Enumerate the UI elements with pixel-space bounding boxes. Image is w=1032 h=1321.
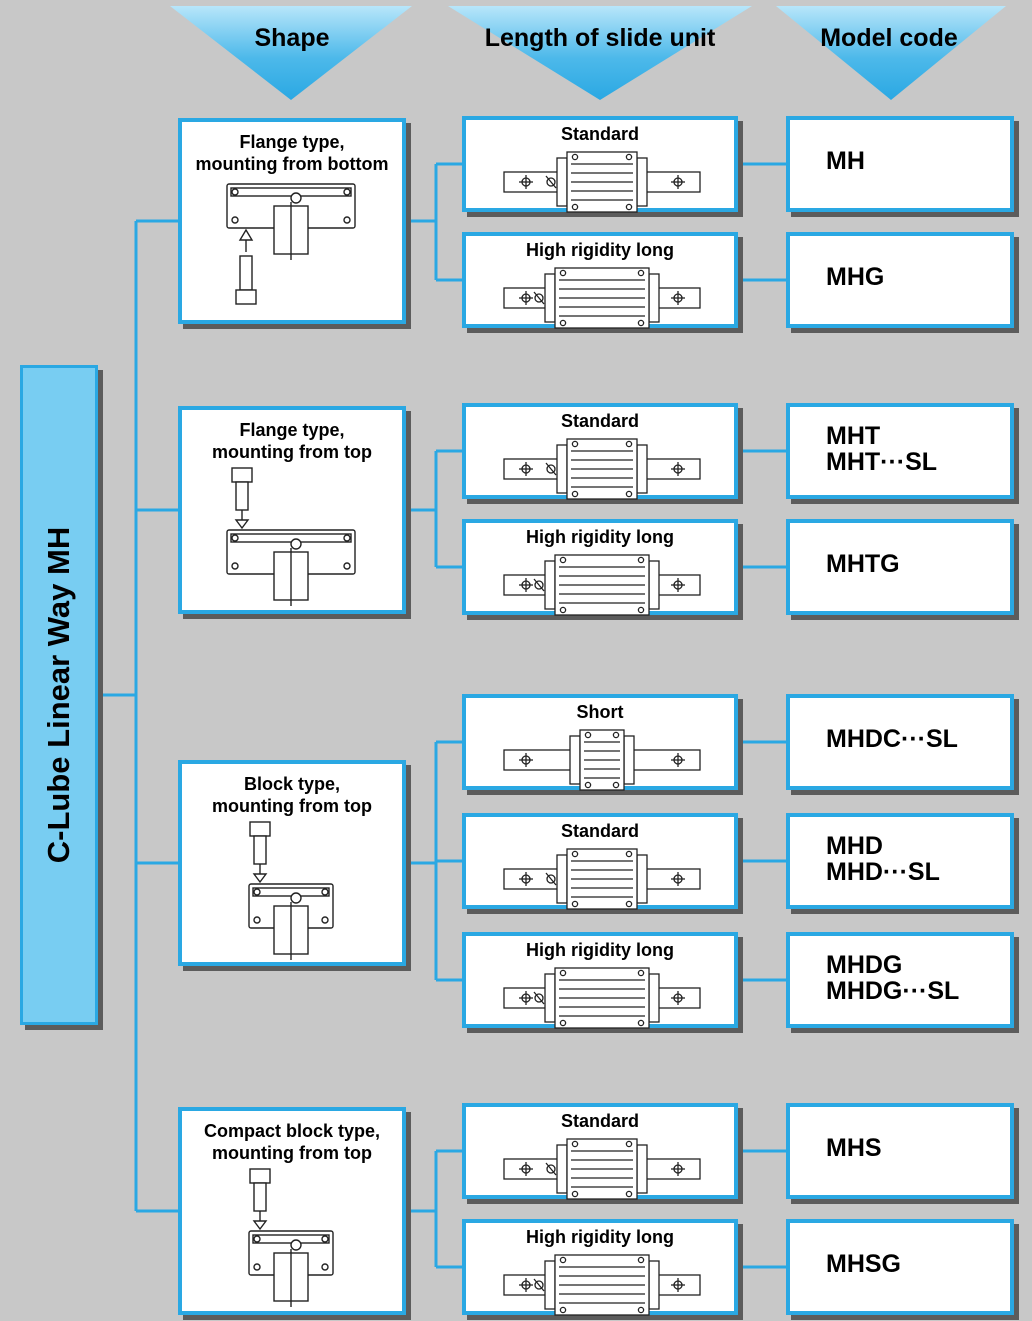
long-slide-unit-icon <box>503 967 701 1029</box>
length-label: Standard <box>560 124 639 144</box>
flange-bottom-mount-icon <box>226 183 356 305</box>
model-code: MHDC···SL <box>826 725 958 753</box>
length-box: Standard <box>462 116 738 213</box>
model-code-box: MHDG MHDG···SL <box>786 932 1014 1028</box>
shape-box: Block type, mounting from top <box>178 760 406 966</box>
shape-label: Block type, mounting from top <box>212 774 372 816</box>
model-code: MHS <box>826 1134 882 1162</box>
flange-top-mount-icon <box>226 467 356 606</box>
model-code-box: MHT MHT···SL <box>786 403 1014 499</box>
product-title: C-Lube Linear Way MH <box>41 526 76 864</box>
length-label: Short <box>576 702 624 722</box>
length-box: High rigidity long <box>462 232 738 329</box>
header-shape: Shape <box>254 24 330 52</box>
model-code-box: MHTG <box>786 519 1014 615</box>
length-box: Standard <box>462 403 738 500</box>
standard-slide-unit-icon <box>503 1138 701 1200</box>
model-code: MHSG <box>826 1250 901 1278</box>
header-length: Length of slide unit <box>484 24 716 52</box>
header-model: Model code <box>820 24 958 52</box>
length-box: Short <box>462 694 738 791</box>
length-box: Standard <box>462 813 738 910</box>
model-code: MH <box>826 147 865 175</box>
length-box: High rigidity long <box>462 932 738 1029</box>
long-slide-unit-icon <box>503 1254 701 1316</box>
length-label: High rigidity long <box>526 940 674 960</box>
compact-block-top-mount-icon <box>248 1168 334 1307</box>
length-label: Standard <box>560 411 639 431</box>
length-label: Standard <box>560 1111 639 1131</box>
long-slide-unit-icon <box>503 267 701 329</box>
shape-label: Flange type, mounting from bottom <box>195 132 389 174</box>
block-top-mount-icon <box>248 821 334 960</box>
standard-slide-unit-icon <box>503 848 701 910</box>
model-code-box: MHG <box>786 232 1014 328</box>
shape-header-arrow <box>170 6 412 100</box>
shape-box: Compact block type, mounting from top <box>178 1107 406 1315</box>
model-code: MHG <box>826 263 885 291</box>
length-box: High rigidity long <box>462 1219 738 1316</box>
model-code-box: MH <box>786 116 1014 212</box>
shape-box: Flange type, mounting from top <box>178 406 406 614</box>
length-box: High rigidity long <box>462 519 738 616</box>
length-header-arrow <box>448 6 752 100</box>
long-slide-unit-icon <box>503 554 701 616</box>
length-label: High rigidity long <box>526 1227 674 1247</box>
model-code-box: MHS <box>786 1103 1014 1199</box>
length-label: High rigidity long <box>526 240 674 260</box>
model-code: MHT MHT···SL <box>826 422 938 477</box>
model-code: MHTG <box>826 550 900 578</box>
standard-slide-unit-icon <box>503 151 701 213</box>
shape-label: Compact block type, mounting from top <box>203 1121 381 1163</box>
shape-label: Flange type, mounting from top <box>212 420 372 462</box>
short-slide-unit-icon <box>503 729 701 791</box>
shape-box: Flange type, mounting from bottom <box>178 118 406 324</box>
model-code: MHDG MHDG···SL <box>826 951 960 1006</box>
model-code-box: MHD MHD···SL <box>786 813 1014 909</box>
model-code-box: MHDC···SL <box>786 694 1014 790</box>
standard-slide-unit-icon <box>503 438 701 500</box>
length-box: Standard <box>462 1103 738 1200</box>
model-header-arrow <box>776 6 1006 100</box>
length-label: Standard <box>560 821 639 841</box>
length-label: High rigidity long <box>526 527 674 547</box>
model-code-box: MHSG <box>786 1219 1014 1315</box>
product-title-box: C-Lube Linear Way MH <box>20 365 98 1025</box>
model-code: MHD MHD···SL <box>826 832 940 887</box>
